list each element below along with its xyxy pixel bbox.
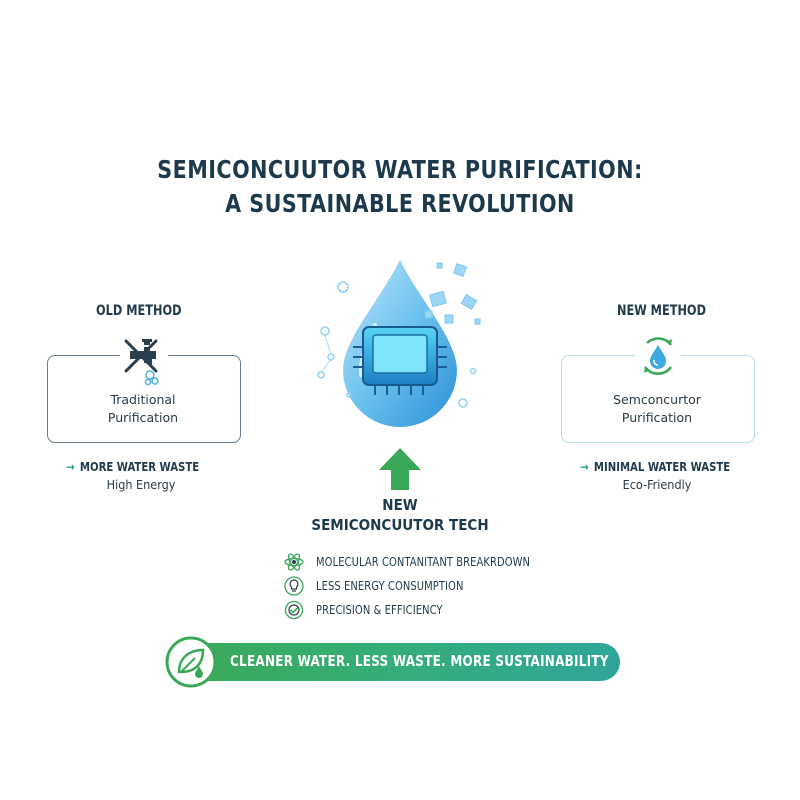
target-check-icon — [284, 600, 304, 620]
banner-text: CLEANER WATER. LESS WASTE. MORE SUSTAINA… — [230, 652, 609, 670]
feature-item: MOLECULAR CONTANITANT BREAKRDOWN — [284, 551, 549, 573]
new-arrow-row: → MINIMAL WATER WASTE — [580, 459, 730, 474]
new-method-label: NEW METHOD — [617, 303, 706, 319]
feature-item: LESS ENERGY CONSUMPTION — [284, 575, 476, 597]
arrow-right-icon: → — [66, 459, 75, 474]
old-sub-text: High Energy — [106, 477, 176, 492]
feature-text: MOLECULAR CONTANITANT BREAKRDOWN — [316, 555, 531, 569]
old-arrow-row: → MORE WATER WASTE — [66, 459, 199, 474]
water-drop-chip-icon — [305, 255, 505, 449]
arrow-up-icon — [377, 446, 423, 496]
sustainability-banner — [178, 643, 620, 681]
old-box-line2: Purification — [107, 410, 179, 425]
new-box-line2: Purification — [621, 410, 693, 425]
atom-icon — [284, 552, 304, 572]
new-sub-text: Eco-Friendly — [622, 477, 692, 492]
page-title-line2: A SUSTAINABLE REVOLUTION — [225, 189, 575, 218]
lightbulb-icon — [284, 576, 304, 596]
new-box-line1: Semconcurtor — [613, 392, 701, 407]
old-arrow-text: MORE WATER WASTE — [79, 459, 200, 474]
page-title-line1: SEMICONCUUTOR WATER PURIFICATION: — [157, 155, 643, 184]
crossed-faucet-icon — [120, 335, 168, 391]
feature-text: LESS ENERGY CONSUMPTION — [316, 579, 464, 593]
center-label-line2: SEMICONCUUTOR TECH — [311, 516, 489, 534]
recycle-water-drop-icon — [635, 333, 681, 383]
old-box-line1: Traditional — [110, 392, 176, 407]
feature-text: PRECISION & EFFICIENCY — [316, 603, 443, 617]
leaf-drop-icon — [165, 636, 217, 688]
center-label-line1: NEW — [382, 496, 418, 514]
arrow-right-icon: → — [580, 459, 589, 474]
feature-item: PRECISION & EFFICIENCY — [284, 599, 454, 621]
new-arrow-text: MINIMAL WATER WASTE — [593, 459, 731, 474]
old-method-label: OLD METHOD — [96, 303, 182, 319]
